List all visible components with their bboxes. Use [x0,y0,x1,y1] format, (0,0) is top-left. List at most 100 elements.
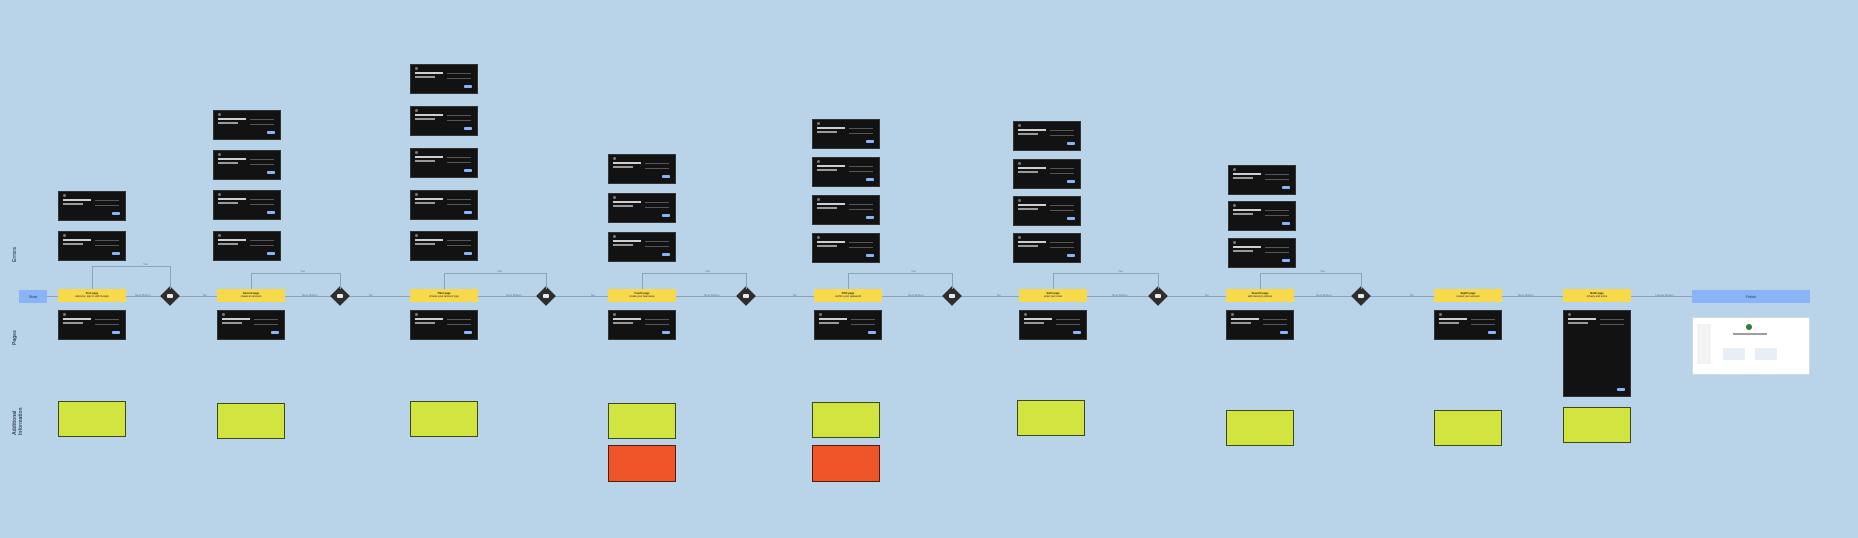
preview-card [1755,348,1777,360]
page-screen-thumbnail [1434,310,1502,340]
error-screen-thumbnail [410,106,478,136]
step-title: Seventh page [1251,291,1269,295]
error-screen-thumbnail [1228,238,1296,268]
step-subtitle: welcome, sign in with Google [75,294,109,298]
info-note [1434,410,1502,446]
step-3: Third page choose your account type [410,289,478,302]
final-page-preview [1692,317,1810,375]
connector-label-next: Next Button [1316,293,1332,297]
page-screen-thumbnail [58,310,126,340]
step-subtitle: create your username [629,294,655,298]
error-screen-thumbnail [812,195,880,225]
error-screen-thumbnail [1013,121,1081,151]
yes-loop-3-top [444,273,546,274]
connector-label-no: No [793,293,797,297]
connector-label-next: Next Button [135,293,151,297]
step-7: Seventh page add recovery options [1226,289,1294,302]
info-note [1226,410,1294,446]
error-screen-thumbnail [1228,201,1296,231]
yes-loop-2-left [251,273,252,289]
error-screen-thumbnail [608,232,676,262]
error-screen-thumbnail [213,231,281,261]
step-title: Second page [242,291,260,295]
error-screen-thumbnail [1013,233,1081,263]
yes-loop-4-right [746,273,747,289]
connector-label-next: Next Button [1518,293,1534,297]
error-screen-thumbnail [213,190,281,220]
connector-label-yes: Yes [911,269,916,273]
connector-label-agree: I agree Button [1655,293,1674,297]
step-1: First page welcome, sign in with Google [58,289,126,302]
lane-label-pages: Pages [12,330,18,345]
error-screen-thumbnail [608,193,676,223]
connector-label-no: No [591,293,595,297]
error-screen-thumbnail [58,231,126,261]
preview-card [1723,348,1745,360]
yes-loop-6-right [1158,273,1159,289]
error-screen-thumbnail [1228,165,1296,195]
error-note [608,445,676,482]
connector-label-yes: Yes [497,269,502,273]
step-subtitle: review your account [1456,294,1480,298]
avatar [1746,324,1752,330]
decision-2 [330,286,350,306]
step-title: Fourth page [634,291,650,295]
page-screen-thumbnail [410,310,478,340]
error-screen-thumbnail [410,190,478,220]
connector-label-no: No [1205,293,1209,297]
step-subtitle: confirm your password [834,294,862,298]
error-screen-thumbnail [812,119,880,149]
connector-label-next: Next Button [302,293,318,297]
error-screen-thumbnail [410,231,478,261]
error-screen-thumbnail [213,150,281,180]
yes-loop-6-top [1053,273,1158,274]
connector-label-yes: Yes [705,269,710,273]
yes-loop-7-left [1260,273,1261,289]
yes-loop-1-right [170,266,171,289]
step-9: Ninth page privacy and terms [1563,289,1631,302]
yes-loop-3-left [444,273,445,289]
yes-loop-1-left [92,266,93,289]
step-4: Fourth page create your username [608,289,676,302]
connector-label-next: Next Button [506,293,522,297]
connector-label-no: No [997,293,1001,297]
preview-heading [1733,333,1767,335]
yes-loop-5-right [952,273,953,289]
connector-label-yes: Yes [300,269,305,273]
connector-label-next: Next Button [908,293,924,297]
info-note [58,401,126,437]
page-screen-thumbnail [1019,310,1087,340]
start-node: Start [19,290,47,303]
yes-loop-6-left [1053,273,1054,289]
info-note [1563,407,1631,443]
error-screen-thumbnail [410,64,478,94]
page-screen-thumbnail [608,310,676,340]
step-8: Eighth page review your account [1434,289,1502,302]
connector-label-yes: Yes [143,262,148,266]
info-note [217,403,285,439]
finish-node: Finish [1692,290,1810,303]
step-subtitle: privacy and terms [1586,294,1608,298]
yes-loop-5-top [848,273,952,274]
decision-1 [160,286,180,306]
error-screen-thumbnail [1013,196,1081,226]
error-screen-thumbnail [1013,159,1081,189]
connector-label-no: No [203,293,207,297]
page-screen-thumbnail [217,310,285,340]
yes-loop-2-right [340,273,341,289]
connector-label-next: Next Button [704,293,720,297]
step-subtitle: choose your account type [429,294,459,298]
error-screen-thumbnail [410,148,478,178]
info-note [1017,400,1085,436]
step-title: Eighth page [1460,291,1476,295]
lane-label-errors: Errors [12,246,18,262]
decision-5 [942,286,962,306]
preview-sidebar [1697,324,1711,364]
connector-label-next: Next Button [1112,293,1128,297]
yes-loop-5-left [848,273,849,289]
step-subtitle: create an account [240,294,262,298]
step-title: First page [85,291,99,295]
step-title: Ninth page [1590,291,1604,295]
step-6: Sixth page enter your code [1019,289,1087,302]
connector-label-no: No [1410,293,1414,297]
